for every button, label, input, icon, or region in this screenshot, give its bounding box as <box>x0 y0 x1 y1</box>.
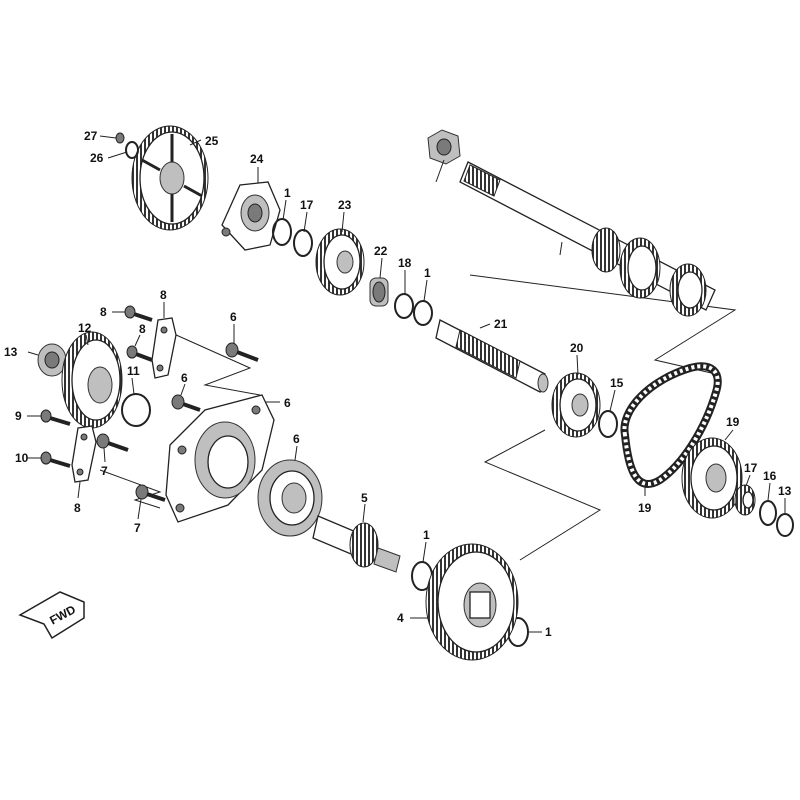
callout-19-top: 17 <box>300 198 314 212</box>
callout-2: 4 <box>397 611 404 625</box>
bearing-4[interactable] <box>257 459 323 537</box>
callout-8-a: 8 <box>100 305 107 319</box>
pin-25[interactable] <box>115 132 125 144</box>
circlip-13-lower[interactable] <box>759 500 777 526</box>
callout-24: 26 <box>90 151 104 165</box>
callout-13-upper: 15 <box>610 376 624 390</box>
bolt-6-b[interactable] <box>171 394 201 412</box>
callout-13-lower: 16 <box>763 469 777 483</box>
washer-19-middle[interactable] <box>394 293 414 319</box>
gear-21[interactable] <box>315 228 365 296</box>
bolt-8-a[interactable] <box>124 305 153 322</box>
plate-7-lower[interactable] <box>71 425 97 483</box>
callout-1-lower-a: 1 <box>423 528 430 542</box>
callout-25: 27 <box>84 129 98 143</box>
callout-6-b: 6 <box>181 371 188 385</box>
callout-11: 13 <box>4 345 18 359</box>
washer-9[interactable] <box>121 393 151 427</box>
callout-5: 6 <box>284 396 291 410</box>
callout-12: 13 <box>778 484 792 498</box>
callout-6-d: 7 <box>134 521 141 535</box>
callout-8-b: 8 <box>139 322 146 336</box>
callout-19-middle: 18 <box>398 256 412 270</box>
gear-17[interactable] <box>551 372 601 438</box>
fwd-arrow-icon: FWD <box>18 591 85 640</box>
callout-18: 21 <box>494 317 508 331</box>
callout-7-lower: 8 <box>74 501 81 515</box>
shaft-18[interactable] <box>435 319 549 393</box>
callout-4: 6 <box>293 432 300 446</box>
washer-19-top[interactable] <box>293 229 313 257</box>
callout-9: 11 <box>127 364 140 378</box>
circlip-1-middle[interactable] <box>413 300 433 326</box>
callout-labels: 27 26 25 24 1 17 23 22 18 1 21 20 15 19 … <box>4 129 792 639</box>
bolt-6-a[interactable] <box>225 342 259 362</box>
nut-27[interactable] <box>427 129 461 165</box>
callout-14: 17 <box>744 461 758 475</box>
housing-5[interactable] <box>165 394 275 523</box>
circlip-13-upper[interactable] <box>598 410 618 438</box>
gear-2[interactable] <box>425 543 519 661</box>
callout-17: 20 <box>570 341 584 355</box>
gear-10[interactable] <box>61 331 123 429</box>
callout-22: 24 <box>250 152 264 166</box>
bolt-8-b[interactable] <box>126 345 153 362</box>
plate-7-upper[interactable] <box>151 317 177 379</box>
callout-15: 19 <box>726 415 740 429</box>
gear-23[interactable] <box>131 125 209 231</box>
callout-6-a: 6 <box>230 310 237 324</box>
callout-21: 23 <box>338 198 352 212</box>
callout-1-middle: 1 <box>424 266 431 280</box>
leader-lines <box>27 135 786 633</box>
gear-15[interactable] <box>681 437 743 519</box>
circlip-12[interactable] <box>776 513 794 537</box>
callout-23: 25 <box>205 134 219 148</box>
holder-22[interactable] <box>221 181 281 251</box>
bolt-8-d[interactable] <box>40 451 71 468</box>
chain-16[interactable] <box>620 362 722 488</box>
callout-16: 19 <box>638 501 652 515</box>
seal-11[interactable] <box>37 343 67 377</box>
bearing-20[interactable] <box>369 277 389 307</box>
callout-6-c: 7 <box>101 464 108 478</box>
shaft-26[interactable] <box>459 161 716 317</box>
callout-1-lower-b: 1 <box>545 625 552 639</box>
circlip-1-top[interactable] <box>272 218 292 246</box>
callout-20: 22 <box>374 244 388 258</box>
callout-1-top: 1 <box>284 186 291 200</box>
shaft-3[interactable] <box>312 515 401 573</box>
callout-8-d: 10 <box>15 451 29 465</box>
bearing-14[interactable] <box>734 484 756 516</box>
assembly-boundary-lines <box>99 274 737 561</box>
callout-7-upper: 8 <box>160 288 167 302</box>
bolt-6-d[interactable] <box>135 484 166 502</box>
callout-3: 5 <box>361 491 368 505</box>
washer-24[interactable] <box>125 141 139 159</box>
bolt-6-c[interactable] <box>96 433 129 452</box>
callout-8-c: 9 <box>15 409 22 423</box>
callout-10: 12 <box>78 321 92 335</box>
bolt-8-c[interactable] <box>40 409 71 426</box>
